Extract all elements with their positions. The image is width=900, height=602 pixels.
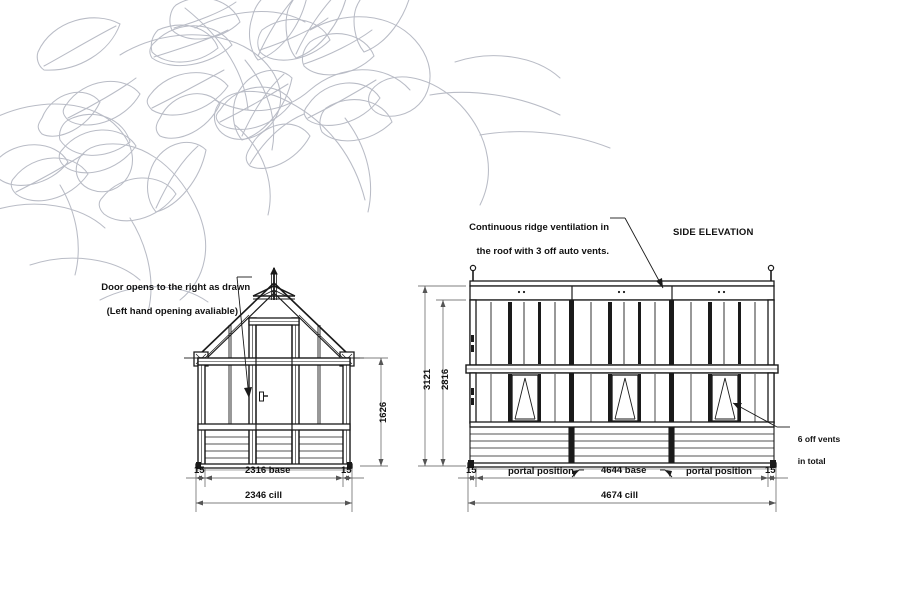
dim-gable-cill-2346: 2346 cill bbox=[245, 490, 282, 501]
gable-dimensions bbox=[186, 357, 388, 512]
ridge-ventilation-note: Continuous ridge ventilation in the roof… bbox=[455, 210, 609, 258]
gable-finial bbox=[252, 266, 296, 300]
gable-elevation-drawing bbox=[184, 266, 364, 469]
auto-vent-marks bbox=[517, 290, 726, 294]
vents-note-leader bbox=[732, 402, 790, 428]
vents-note-line-1: 6 off vents bbox=[797, 434, 841, 444]
ridge-note-leader bbox=[610, 217, 664, 289]
side-elevation-drawing bbox=[465, 217, 790, 478]
door-note-line-2: (Left hand opening avaliable) bbox=[106, 306, 238, 317]
side-elevation-title: SIDE ELEVATION bbox=[673, 227, 754, 238]
dim-gable-right-15: 15 bbox=[341, 465, 352, 476]
dim-gable-base-2316: 2316 base bbox=[245, 465, 291, 476]
dim-side-base-4644: 4644 base bbox=[601, 465, 647, 476]
dim-side-left-15: 15 bbox=[466, 465, 477, 476]
vents-note-line-2: in total bbox=[797, 456, 826, 466]
dim-side-height-3121: 3121 bbox=[422, 368, 433, 390]
ridge-note-line-2: the roof with 3 off auto vents. bbox=[476, 246, 609, 257]
door-opening-note: Door opens to the right as drawn (Left h… bbox=[96, 270, 250, 318]
dim-side-height-2816: 2816 bbox=[440, 368, 451, 390]
dim-side-right-15: 15 bbox=[765, 465, 776, 476]
label-portal-position-left: portal position bbox=[508, 466, 574, 477]
side-vents bbox=[511, 374, 739, 422]
dim-side-cill-4674: 4674 cill bbox=[601, 490, 638, 501]
dim-gable-left-15: 15 bbox=[194, 465, 205, 476]
label-portal-position-right: portal position bbox=[686, 466, 752, 477]
dim-gable-height-1626: 1626 bbox=[378, 401, 389, 423]
leaf-shapes bbox=[0, 0, 410, 222]
portal-leaders bbox=[571, 469, 673, 478]
vents-total-note: 6 off vents in total bbox=[793, 423, 841, 467]
ridge-note-line-1: Continuous ridge ventilation in bbox=[469, 222, 609, 233]
leaf-vine-watermark bbox=[0, 7, 611, 313]
side-dimensions bbox=[418, 285, 788, 512]
door-note-leader bbox=[236, 276, 252, 399]
door-note-line-1: Door opens to the right as drawn bbox=[101, 282, 251, 293]
